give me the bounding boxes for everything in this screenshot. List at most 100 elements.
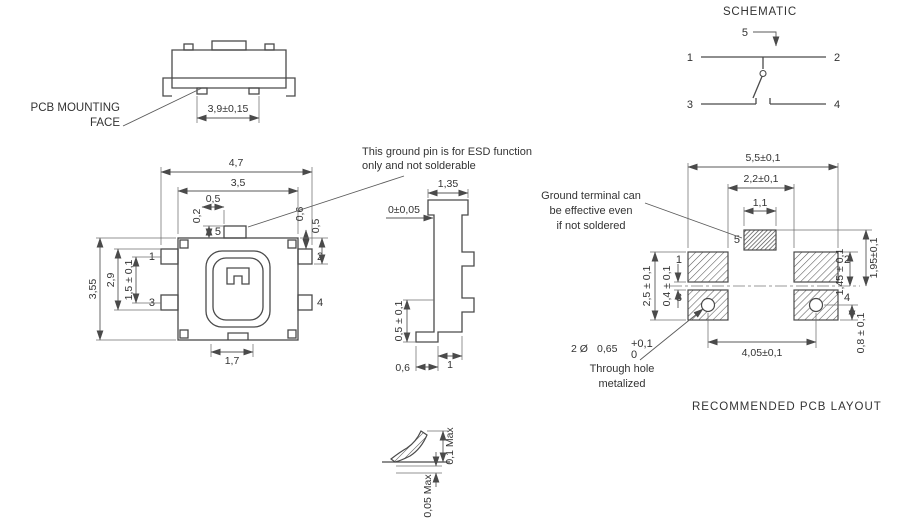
contact-shape (226, 267, 250, 285)
ground-note-leader (644, 202, 743, 239)
ground-terminal-note: Ground terminal can be effective even if… (534, 189, 648, 234)
svg-text:0: 0 (631, 349, 637, 361)
hole-leader (639, 308, 704, 361)
dim-front-width: 3,9±0,15 (196, 96, 260, 123)
pcb-mounting-face-label: PCB MOUNTING FACE (8, 101, 120, 131)
esd-note-line2: only and not solderable (362, 160, 476, 172)
schematic-view: SCHEMATIC 5 1 2 3 4 (687, 6, 840, 111)
pcb-pad1-label: 1 (676, 254, 682, 266)
pad-1 (687, 251, 729, 283)
svg-text:0,5 ± 0,1: 0,5 ± 0,1 (393, 300, 405, 341)
svg-text:4,05±0,1: 4,05±0,1 (742, 347, 783, 359)
pcb-mounting-face-line2: FACE (89, 117, 120, 129)
dim-coplanarity-upper: 0,1 Max (427, 427, 456, 465)
through-hole-left (700, 297, 716, 313)
pcb-mounting-face-line1: PCB MOUNTING (30, 102, 120, 114)
svg-text:3,55: 3,55 (87, 279, 99, 300)
button-inner (212, 257, 264, 321)
svg-text:3,5: 3,5 (231, 177, 246, 189)
svg-text:2,9: 2,9 (105, 273, 117, 288)
hole-diameter-callout: 2 Ø 0,65 +0,1 0 (571, 308, 704, 361)
dim-side-top-width: 1,35 (427, 178, 469, 198)
esd-note-leader (247, 175, 405, 228)
pad-5-ground (743, 229, 777, 251)
dim-pin-pitch: 1,5 ± 0,1 (123, 256, 161, 304)
terminal-foot-section (390, 430, 428, 463)
dim-lead-height: 0,5 ± 0,1 (393, 299, 434, 343)
svg-text:5,5±0,1: 5,5±0,1 (746, 152, 781, 164)
pin-3 (160, 294, 179, 311)
dim-pcb-overall: 5,5±0,1 (687, 152, 839, 248)
dim-pin5-offset: 0,5 (201, 193, 225, 224)
pin-2 (297, 248, 313, 265)
svg-text:0,5: 0,5 (310, 219, 322, 234)
through-hole-right (808, 297, 824, 313)
corner-detail (179, 329, 189, 339)
pcb-pad4-label: 4 (844, 292, 850, 304)
through-hole-note-line1: Through hole (589, 363, 655, 375)
svg-text:1,95±0,1: 1,95±0,1 (868, 237, 880, 278)
dim-coplanarity-lower: 0,05 Max (396, 452, 442, 518)
dim-right-lower: 0,5 (300, 219, 328, 265)
pin-4 (297, 294, 313, 311)
side-view: 1,35 0±0,05 0,5 ± 0,1 0,6 1 (386, 178, 475, 374)
svg-text:0,8 ± 0,1: 0,8 ± 0,1 (855, 312, 867, 353)
top-pin4-label: 4 (317, 297, 323, 309)
pcb-layout-view: 5 1 3 2 4 5,5±0,1 2,2±0,1 1,1 2,5 ± 0,1 (571, 152, 882, 413)
esd-note-line1: This ground pin is for ESD function (362, 146, 532, 158)
svg-text:1,45 ± 0,1: 1,45 ± 0,1 (834, 249, 846, 296)
svg-text:2 Ø: 2 Ø (571, 343, 588, 355)
pin5-connection (753, 31, 780, 47)
dim-pad-span: 2,5 ± 0,1 (641, 251, 686, 321)
esd-note: This ground pin is for ESD function only… (362, 145, 562, 173)
through-hole-note: Through hole metalized (576, 362, 668, 392)
pcb-layout-caption: RECOMMENDED PCB LAYOUT (692, 401, 882, 413)
switch-body-top (177, 237, 299, 341)
svg-text:0±0,05: 0±0,05 (388, 204, 420, 216)
contact-pivot (759, 69, 767, 78)
svg-text:1,7: 1,7 (225, 355, 240, 367)
dim-right-inner: 1,45 ± 0,1 (834, 249, 858, 296)
corner-detail (287, 329, 297, 339)
button-outer (205, 250, 271, 328)
svg-text:0,5: 0,5 (206, 193, 221, 205)
svg-text:0,6: 0,6 (294, 207, 306, 222)
dim-seating-plane: 0±0,05 (386, 204, 434, 222)
schematic-pin1-label: 1 (687, 52, 693, 64)
dim-text-front-width: 3,9±0,15 (208, 103, 249, 115)
dim-pin5-protrusion: 0,2 (191, 209, 224, 239)
left-peg (196, 87, 208, 95)
bottom-notch (227, 332, 249, 340)
schematic-title: SCHEMATIC (723, 6, 797, 18)
svg-text:0,05 Max: 0,05 Max (422, 474, 434, 518)
svg-text:0,65: 0,65 (597, 343, 618, 355)
left-post (183, 43, 194, 51)
svg-text:0,4 ± 0,1: 0,4 ± 0,1 (661, 265, 673, 306)
svg-text:2,2±0,1: 2,2±0,1 (744, 173, 779, 185)
schematic-pin2-label: 2 (834, 52, 840, 64)
switch-body-side (415, 199, 475, 343)
pin-5 (223, 225, 247, 239)
dim-bottom-width: 1,7 (210, 344, 254, 367)
dim-ground-pad-width: 1,1 (743, 197, 777, 226)
front-view: 3,9±0,15 (122, 40, 296, 127)
switch-body-front (171, 49, 287, 89)
svg-text:1: 1 (447, 359, 453, 371)
dim-pin-span: 2,9 (105, 248, 161, 311)
left-leg (162, 77, 172, 97)
corner-detail (287, 239, 297, 249)
svg-text:+0,1: +0,1 (631, 338, 653, 350)
right-leg (286, 77, 296, 97)
dim-pad-gap: 0,4 ± 0,1 (661, 264, 686, 308)
dim-right-outer: 1,95±0,1 (776, 229, 880, 287)
pad-2 (793, 251, 839, 283)
dim-hole-offset: 0,8 ± 0,1 (824, 304, 867, 353)
ground-terminal-note-line1: Ground terminal can (541, 190, 641, 202)
right-post (264, 43, 275, 51)
svg-text:1,1: 1,1 (753, 197, 768, 209)
right-peg (248, 87, 260, 95)
svg-text:1,35: 1,35 (438, 178, 459, 190)
ground-terminal-note-line2: be effective even (549, 205, 633, 217)
